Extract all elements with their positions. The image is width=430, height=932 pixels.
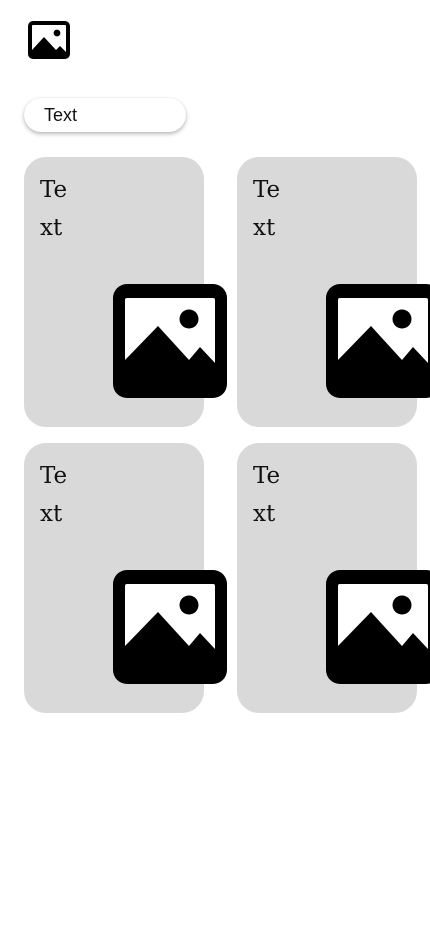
image-icon — [326, 284, 430, 398]
text-chip[interactable]: Text — [24, 98, 186, 132]
image-icon[interactable] — [28, 21, 70, 59]
card-title: Text — [253, 177, 281, 241]
chip-label: Text — [44, 104, 78, 125]
image-icon — [113, 570, 227, 684]
card-title: Text — [40, 177, 68, 241]
card-title: Text — [40, 463, 68, 527]
image-icon — [326, 570, 430, 684]
image-icon — [113, 284, 227, 398]
card-title: Text — [253, 463, 281, 527]
